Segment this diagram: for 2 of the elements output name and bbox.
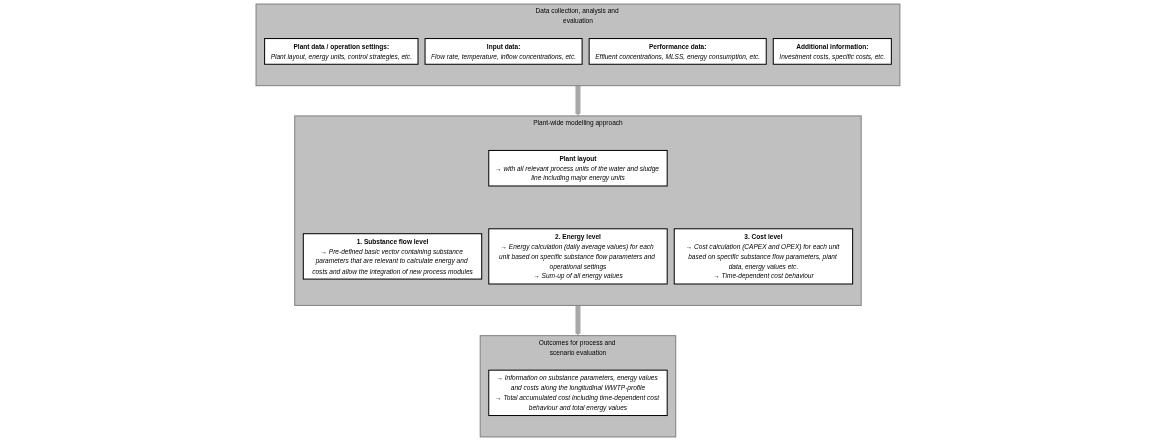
arrow	[575, 305, 581, 336]
arrow	[575, 85, 581, 117]
